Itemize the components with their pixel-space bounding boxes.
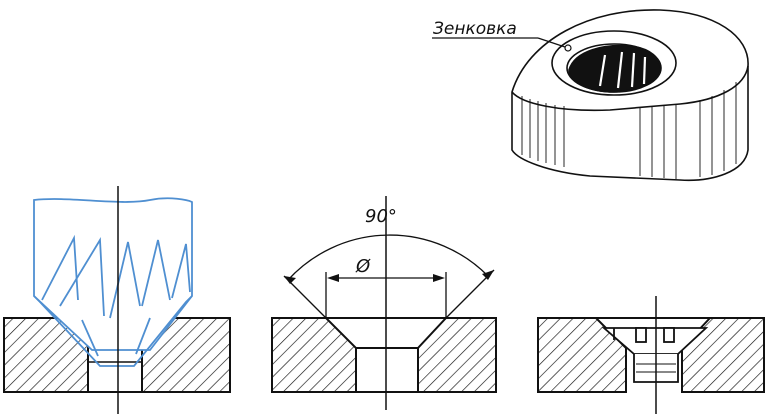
- callout-leader: [432, 37, 569, 49]
- isometric-countersunk-part: [511, 9, 749, 182]
- diameter-arrow-right: [433, 274, 445, 282]
- callout-point: [564, 44, 572, 52]
- diameter-label: Ø: [355, 256, 371, 277]
- diameter-arrow-left: [327, 274, 339, 282]
- angle-arrow-left: [284, 276, 296, 284]
- workpiece-section-right: [537, 317, 765, 393]
- angle-dimension: [283, 234, 495, 319]
- callout-label: Зенковка: [433, 19, 517, 39]
- diameter-dimension: [325, 272, 447, 318]
- countersink-tool: [33, 197, 193, 367]
- angle-label: 90°: [365, 206, 397, 227]
- workpiece-section-middle: [271, 317, 497, 393]
- angle-arrow-right: [482, 270, 494, 280]
